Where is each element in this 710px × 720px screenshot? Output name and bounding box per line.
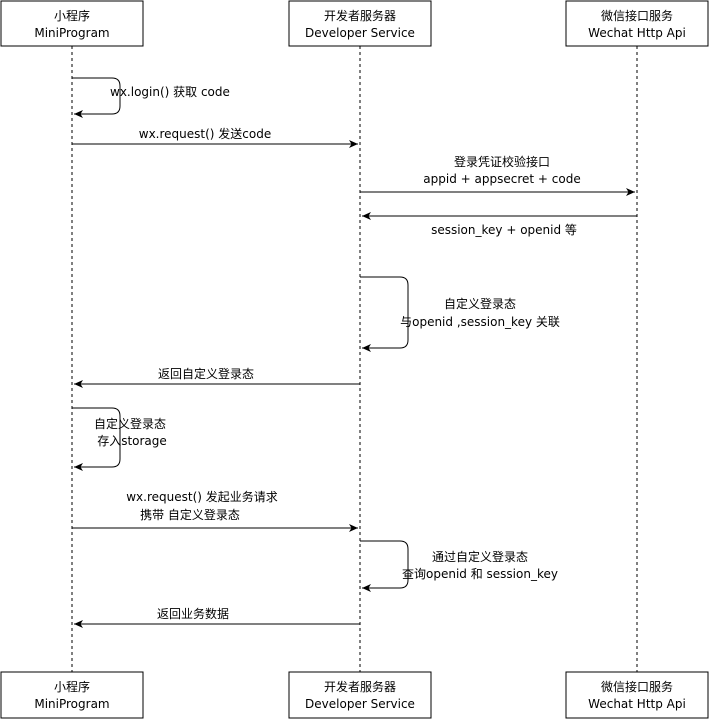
message-label: session_key + openid 等 (431, 223, 577, 237)
participant-name: 微信接口服务 (601, 679, 673, 694)
message-send-code: wx.request() 发送code (72, 126, 358, 148)
participant-wechat-api-top: 微信接口服务 Wechat Http Api (565, 0, 709, 47)
message-return-data: 返回业务数据 (74, 606, 360, 628)
message-label: wx.request() 发送code (139, 126, 271, 141)
message-session-return: session_key + openid 等 (362, 212, 637, 237)
participant-name-en: Wechat Http Api (588, 697, 686, 711)
participant-name-en: MiniProgram (34, 26, 109, 40)
participant-developer-service-bottom: 开发者服务器 Developer Service (288, 671, 432, 719)
message-label-line2: appid + appsecret + code (423, 172, 580, 186)
message-query-session: 通过自定义登录态 查询openid 和 session_key (360, 540, 558, 592)
participant-name: 开发者服务器 (324, 679, 396, 694)
participant-name-en: Developer Service (305, 697, 415, 711)
message-label-line2: 存入storage (97, 434, 167, 448)
participant-miniprogram-bottom: 小程序 MiniProgram (0, 671, 144, 719)
message-label-line1: wx.request() 发起业务请求 (126, 489, 278, 504)
participant-name-en: Developer Service (305, 26, 415, 40)
message-label-line1: 自定义登录态 (94, 416, 166, 431)
message-label-line1: 通过自定义登录态 (432, 549, 528, 564)
message-store-state: 自定义登录态 存入storage (72, 407, 167, 471)
participant-developer-service-top: 开发者服务器 Developer Service (288, 0, 432, 47)
message-label: wx.login() 获取 code (110, 85, 230, 99)
participant-name-en: MiniProgram (34, 697, 109, 711)
message-wx-login: wx.login() 获取 code (72, 77, 230, 118)
message-label-line2: 与openid ,session_key 关联 (400, 315, 560, 329)
participant-miniprogram-top: 小程序 MiniProgram (0, 0, 144, 47)
participant-name-en: Wechat Http Api (588, 26, 686, 40)
message-label-line1: 自定义登录态 (444, 296, 516, 311)
message-label: 返回业务数据 (157, 606, 229, 621)
message-return-state: 返回自定义登录态 (74, 366, 360, 388)
participant-name: 开发者服务器 (324, 8, 396, 23)
participant-name: 小程序 (54, 679, 90, 694)
message-label-line2: 查询openid 和 session_key (402, 567, 558, 581)
participant-wechat-api-bottom: 微信接口服务 Wechat Http Api (565, 671, 709, 719)
message-label-line1: 登录凭证校验接口 (454, 154, 550, 169)
message-business-request: wx.request() 发起业务请求 携带 自定义登录态 (72, 489, 358, 532)
message-label: 返回自定义登录态 (158, 366, 254, 381)
participant-name: 微信接口服务 (601, 8, 673, 23)
message-label-line2: 携带 自定义登录态 (140, 507, 240, 522)
participant-name: 小程序 (54, 8, 90, 23)
message-verify-code: 登录凭证校验接口 appid + appsecret + code (360, 154, 635, 196)
message-custom-state: 自定义登录态 与openid ,session_key 关联 (360, 276, 560, 352)
